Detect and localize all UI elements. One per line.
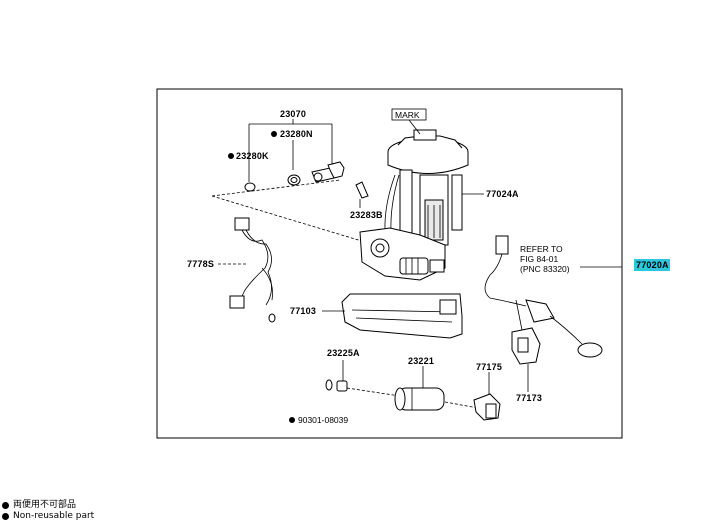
connector-23070 [311, 161, 345, 183]
label-90301-08039: 90301-08039 [298, 415, 348, 425]
label-77175: 77175 [476, 362, 502, 372]
label-77024a: 77024A [486, 189, 519, 199]
label-23280n: 23280N [280, 129, 313, 139]
label-23225a: 23225A [327, 348, 360, 358]
highlight-77020a [634, 259, 670, 271]
label-23221: 23221 [408, 356, 434, 366]
non-reusable-marker [2, 513, 9, 520]
label-mark: MARK [395, 110, 420, 120]
filter-77175 [473, 393, 501, 421]
diagram-frame [156, 88, 623, 439]
wire-harness-7778s [229, 217, 276, 323]
label-77173: 77173 [516, 393, 542, 403]
bracket-77173 [511, 327, 541, 392]
legend-text-jp: 両便用不可部品 [13, 500, 77, 510]
label-77020a[interactable]: 77020A [636, 260, 669, 270]
cushion-23225a [336, 380, 348, 392]
legend-text-en: Non-reusable part [13, 511, 95, 521]
legend-row-en: Non-reusable part [2, 511, 94, 522]
legend-row-jp: 両便用不可部品 [2, 500, 94, 511]
label-refer-1: REFER TO [520, 244, 563, 254]
label-7778s: 7778S [187, 259, 214, 269]
clip-23283b [355, 181, 369, 208]
sender-77020a [484, 235, 603, 358]
label-23283b: 23283B [350, 210, 383, 220]
ring-90301 [325, 379, 333, 391]
fuel-pump-23221 [394, 387, 445, 411]
bracket-23070 [248, 119, 333, 182]
label-refer-3: (PNC 83320) [520, 264, 570, 274]
fuel-pump-module [359, 129, 469, 281]
non-reusable-marker [2, 502, 9, 509]
o-ring-23280k [244, 182, 256, 192]
tray-77103 [341, 293, 463, 339]
non-reusable-marker [289, 417, 295, 423]
label-refer-2: FIG 84-01 [520, 254, 559, 264]
non-reusable-marker [271, 131, 277, 137]
legend: 両便用不可部品 Non-reusable part [2, 500, 94, 522]
label-23280k: 23280K [236, 151, 269, 161]
label-77103: 77103 [290, 306, 316, 316]
non-reusable-marker [228, 153, 234, 159]
label-23070: 23070 [280, 109, 306, 119]
